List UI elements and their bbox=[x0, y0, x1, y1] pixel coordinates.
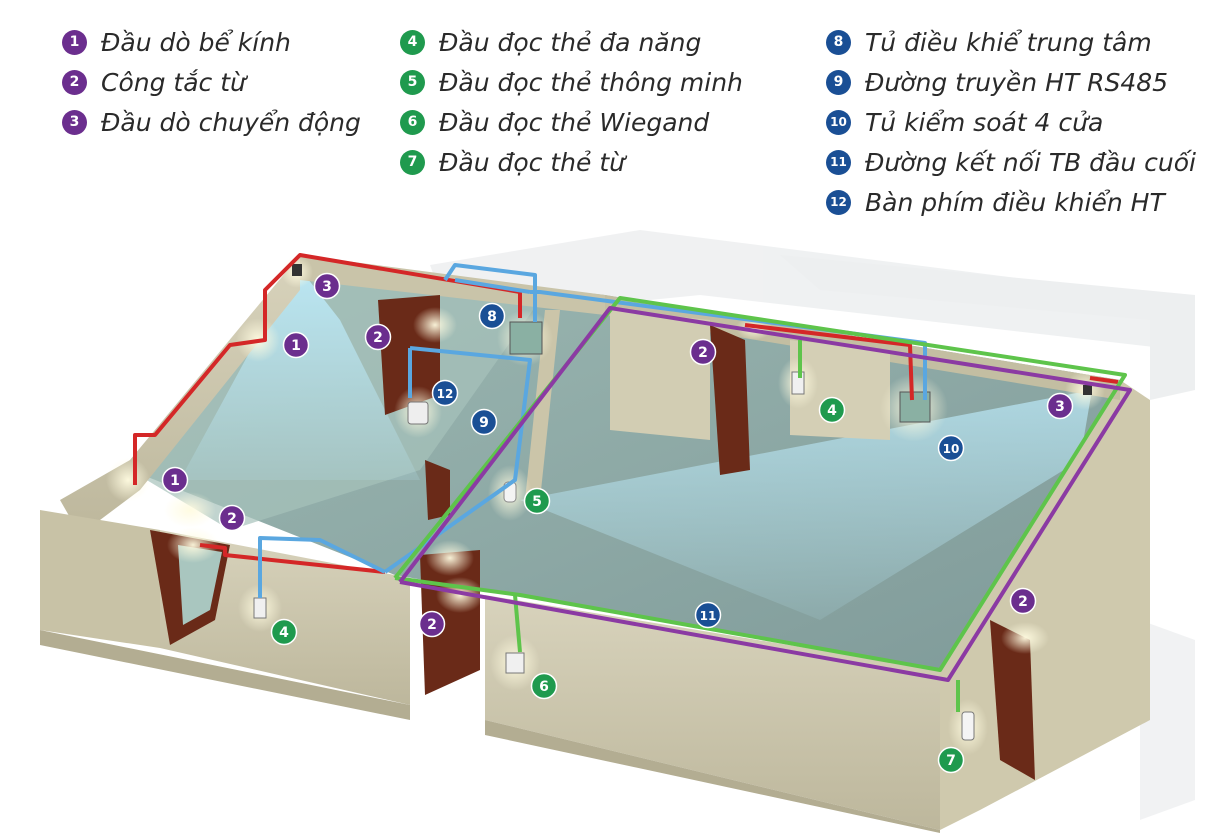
legend-item: 1 Đầu dò bể kính bbox=[62, 22, 361, 62]
marker-1: 1 bbox=[284, 333, 309, 358]
legend-label: Tủ điều khiể trung tâm bbox=[865, 28, 1152, 57]
marker-number: 4 bbox=[827, 403, 837, 419]
marker-2: 2 bbox=[220, 506, 245, 531]
legend-number-badge: 4 bbox=[400, 30, 425, 55]
marker-2: 2 bbox=[691, 340, 716, 365]
legend-label: Công tắc từ bbox=[101, 68, 246, 97]
marker-5: 5 bbox=[525, 489, 550, 514]
legend-item: 2 Công tắc từ bbox=[62, 62, 361, 102]
marker-6: 6 bbox=[532, 674, 557, 699]
legend-number-badge: 3 bbox=[62, 110, 87, 135]
legend-number-badge: 2 bbox=[62, 70, 87, 95]
legend-item: 7 Đầu đọc thẻ từ bbox=[400, 142, 743, 182]
marker-11: 11 bbox=[696, 603, 721, 628]
legend-number-badge: 10 bbox=[826, 110, 851, 135]
central-control-panel bbox=[510, 322, 542, 354]
magnetic-card-reader bbox=[962, 712, 974, 740]
marker-number: 1 bbox=[291, 338, 301, 354]
marker-number: 11 bbox=[700, 609, 717, 623]
marker-3: 3 bbox=[315, 274, 340, 299]
legend-item: 4 Đầu đọc thẻ đa năng bbox=[400, 22, 743, 62]
marker-3: 3 bbox=[1048, 394, 1073, 419]
marker-number: 2 bbox=[427, 617, 437, 633]
legend-item: 11 Đường kết nối TB đầu cuối bbox=[826, 142, 1196, 182]
legend-item: 6 Đầu đọc thẻ Wiegand bbox=[400, 102, 743, 142]
marker-number: 3 bbox=[1055, 399, 1065, 415]
legend-number-badge: 7 bbox=[400, 150, 425, 175]
marker-12: 12 bbox=[433, 381, 458, 406]
legend-number-badge: 11 bbox=[826, 150, 851, 175]
keypad bbox=[408, 402, 428, 424]
legend-item: 9 Đường truyền HT RS485 bbox=[826, 62, 1196, 102]
marker-4: 4 bbox=[272, 620, 297, 645]
marker-10: 10 bbox=[939, 436, 964, 461]
legend-number-badge: 9 bbox=[826, 70, 851, 95]
marker-number: 2 bbox=[227, 511, 237, 527]
legend-item: 3 Đầu dò chuyển động bbox=[62, 102, 361, 142]
legend-label: Đầu đọc thẻ từ bbox=[439, 148, 625, 177]
marker-number: 6 bbox=[539, 679, 549, 695]
legend-label: Đường truyền HT RS485 bbox=[865, 68, 1168, 97]
marker-number: 5 bbox=[532, 494, 542, 510]
marker-number: 7 bbox=[946, 753, 956, 769]
marker-8: 8 bbox=[480, 304, 505, 329]
marker-number: 4 bbox=[279, 625, 289, 641]
wiegand-reader bbox=[506, 653, 524, 673]
legend-column-2: 4 Đầu đọc thẻ đa năng 5 Đầu đọc thẻ thông m… bbox=[400, 22, 743, 182]
legend-label: Đầu dò chuyển động bbox=[101, 108, 361, 137]
marker-number: 8 bbox=[487, 309, 497, 325]
legend-number-badge: 5 bbox=[400, 70, 425, 95]
legend-label: Tủ kiểm soát 4 cửa bbox=[865, 108, 1103, 137]
marker-2: 2 bbox=[420, 612, 445, 637]
marker-2: 2 bbox=[1011, 589, 1036, 614]
legend-number-badge: 8 bbox=[826, 30, 851, 55]
motion-detector-left bbox=[292, 264, 302, 276]
legend-number-badge: 1 bbox=[62, 30, 87, 55]
marker-7: 7 bbox=[939, 748, 964, 773]
marker-number: 2 bbox=[698, 345, 708, 361]
legend-number-badge: 6 bbox=[400, 110, 425, 135]
marker-number: 2 bbox=[1018, 594, 1028, 610]
marker-number: 9 bbox=[479, 415, 489, 431]
legend-label: Đầu đọc thẻ thông minh bbox=[439, 68, 743, 97]
marker-9: 9 bbox=[472, 410, 497, 435]
motion-detector-right bbox=[1083, 385, 1092, 395]
marker-number: 1 bbox=[170, 473, 180, 489]
marker-1: 1 bbox=[163, 468, 188, 493]
legend-item: 5 Đầu đọc thẻ thông minh bbox=[400, 62, 743, 102]
legend-item: 8 Tủ điều khiể trung tâm bbox=[826, 22, 1196, 62]
marker-number: 3 bbox=[322, 279, 332, 295]
marker-2: 2 bbox=[366, 325, 391, 350]
marker-4: 4 bbox=[820, 398, 845, 423]
legend-label: Đầu dò bể kính bbox=[101, 28, 291, 57]
legend-column-3: 8 Tủ điều khiể trung tâm 9 Đường truyền HT … bbox=[826, 22, 1196, 222]
legend-label: Đường kết nối TB đầu cuối bbox=[865, 148, 1196, 177]
legend-label: Đầu đọc thẻ đa năng bbox=[439, 28, 701, 57]
legend-item: 10 Tủ kiểm soát 4 cửa bbox=[826, 102, 1196, 142]
marker-number: 2 bbox=[373, 330, 383, 346]
multi-card-reader-left bbox=[254, 598, 266, 618]
legend-label: Đầu đọc thẻ Wiegand bbox=[439, 108, 709, 137]
legend-column-1: 1 Đầu dò bể kính 2 Công tắc từ 3 Đầu dò chuyể… bbox=[62, 22, 361, 142]
marker-number: 10 bbox=[943, 442, 960, 456]
marker-number: 12 bbox=[437, 387, 454, 401]
